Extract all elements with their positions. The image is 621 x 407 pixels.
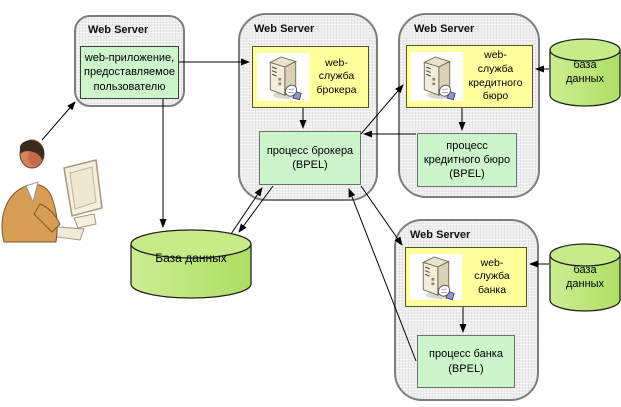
credit-database-label: база данных [565, 59, 605, 85]
server-tower-icon [411, 52, 463, 101]
server-tower-icon [410, 254, 462, 301]
webserver-bank-title: Web Server [410, 229, 471, 241]
broker-process-box: процесс брокера (BPEL) [259, 131, 361, 185]
bank-process-label: процесс банка (BPEL) [429, 348, 503, 375]
bank-database-label: база данных [565, 264, 605, 290]
server-tower-icon [257, 53, 309, 101]
credit-service-box: web- служба кредитного бюро [406, 45, 533, 108]
user-at-computer-clipart [1, 139, 103, 243]
main-database-cylinder [130, 229, 252, 299]
credit-service-label: web- служба кредитного бюро [468, 49, 523, 103]
credit-process-label: процесс кредитного бюро (BPEL) [423, 139, 511, 181]
webserver-broker-title: Web Server [254, 23, 315, 35]
bank-process-box: процесс банка (BPEL) [417, 335, 515, 388]
broker-process-label: процесс брокера (BPEL) [266, 144, 354, 171]
broker-service-label: web- служба брокера [316, 56, 357, 96]
web-app-box: web-приложение, предоставляемое пользова… [80, 46, 179, 99]
credit-database-cylinder [549, 38, 621, 107]
bank-service-label: web- служба банка [474, 256, 510, 296]
bank-database-cylinder [549, 243, 621, 312]
broker-service-box: web- служба брокера [252, 46, 369, 108]
bank-service-box: web- служба банка [405, 247, 527, 307]
web-app-label: web-приложение, предоставляемое пользова… [84, 52, 175, 93]
webserver-credit-title: Web Server [414, 23, 475, 35]
credit-process-box: процесс кредитного бюро (BPEL) [417, 133, 517, 187]
webserver-client-title: Web Server [88, 24, 149, 36]
main-database-label: База данных [155, 250, 227, 265]
